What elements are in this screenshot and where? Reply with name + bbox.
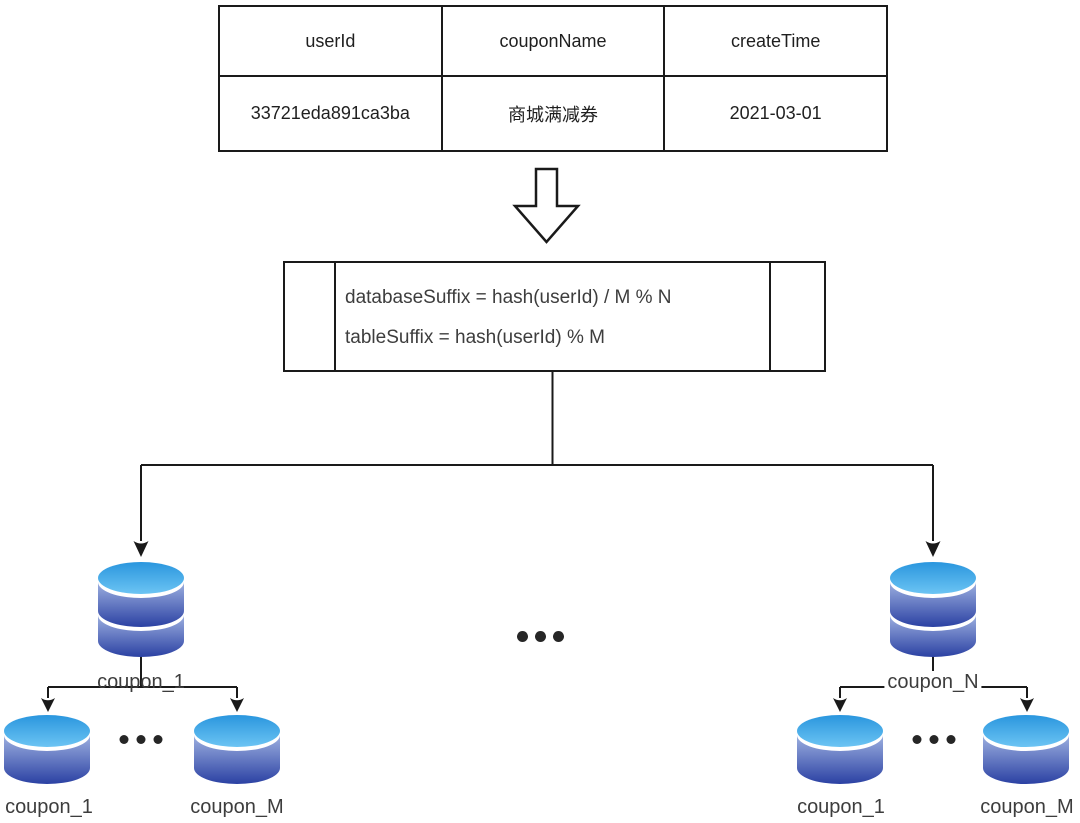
table-suffix-formula: tableSuffix = hash(userId) % M [345,327,605,348]
header-userid: userId [218,5,443,77]
cell-createtime: 2021-03-01 [663,75,888,152]
table-icon-left-1 [4,715,90,784]
ellipsis-tables-left [116,735,167,744]
table-icon-left-m [194,715,280,784]
label-table-left-m: coupon_M [190,796,284,818]
ellipsis-tables-right [909,735,960,744]
table-icon-right-m [983,715,1069,784]
arrowhead-right-db [925,541,941,557]
label-table-left-1: coupon_1 [5,796,93,818]
header-couponname: couponName [440,5,666,77]
box-divider-left [334,263,336,370]
label-table-right-m: coupon_M [980,796,1074,818]
database-icon-left [98,562,184,657]
block-down-arrow [512,167,581,244]
record-table: userId couponName createTime 33721eda891… [218,5,888,152]
routing-formula-box: databaseSuffix = hash(userId) / M % N ta… [283,261,826,372]
arrowhead-right-t1 [833,698,847,712]
arrowhead-left-t1 [41,698,55,712]
record-table-header-row: userId couponName createTime [218,5,888,77]
ellipsis-databases [513,631,567,642]
arrowhead-left-db [133,541,149,557]
arrowhead-right-tm [1020,698,1034,712]
table-icon-right-1 [797,715,883,784]
arrowhead-left-tm [230,698,244,712]
label-database-right: coupon_N [884,671,982,693]
database-icon-right [890,562,976,657]
header-createtime: createTime [663,5,888,77]
label-table-right-1: coupon_1 [797,796,885,818]
label-database-left: coupon_1 [97,671,185,693]
cell-userid: 33721eda891ca3ba [218,75,443,152]
cell-couponname: 商城满减券 [440,75,666,152]
box-divider-right [769,263,771,370]
record-table-data-row: 33721eda891ca3ba 商城满减券 2021-03-01 [218,75,888,152]
database-suffix-formula: databaseSuffix = hash(userId) / M % N [345,287,672,308]
